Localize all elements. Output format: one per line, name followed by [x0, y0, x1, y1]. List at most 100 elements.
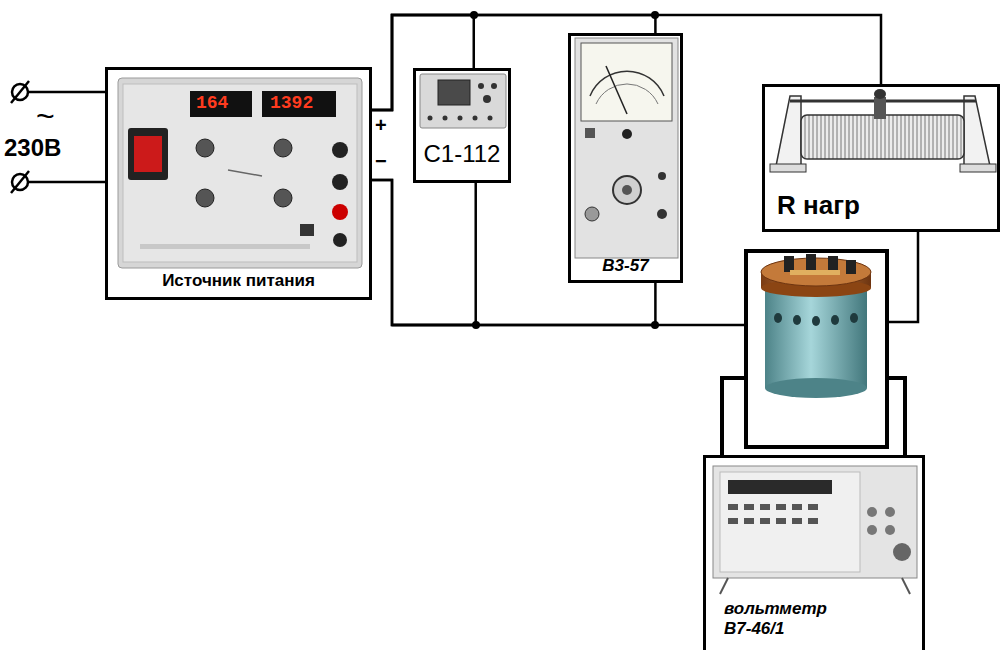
node-text: R нагр: [777, 191, 860, 221]
label-anchor: −: [375, 150, 387, 173]
digital-voltmeter-picture: [728, 480, 832, 494]
power-supply-picture: [196, 139, 214, 157]
shunt-picture: [784, 256, 794, 272]
digital-voltmeter-picture: [760, 518, 770, 524]
label-anchor: ~: [36, 98, 55, 135]
digital-voltmeter-picture: [792, 518, 802, 524]
ac-terminal: [11, 81, 29, 103]
power-supply-picture: [134, 136, 162, 172]
digital-voltmeter-picture: [728, 518, 738, 524]
rheostat-picture: [874, 97, 886, 119]
digital-voltmeter-picture: [792, 504, 802, 510]
power-supply-picture: [123, 84, 357, 262]
power-supply-picture: [118, 78, 362, 268]
digital-voltmeter-picture: [720, 472, 860, 572]
oscilloscope-picture: [483, 95, 491, 103]
millivoltmeter-picture: [606, 66, 627, 114]
millivoltmeter-picture: [581, 43, 672, 121]
power-supply-box: Источник питания: [105, 67, 372, 300]
digital-voltmeter-picture: [713, 466, 917, 578]
voltage-label: 230В: [4, 134, 61, 161]
shunt-picture: [846, 260, 856, 274]
wire: [372, 180, 476, 325]
oscilloscope-picture: [443, 116, 448, 121]
wire: [887, 378, 905, 456]
wire: [392, 232, 918, 456]
oscilloscope-picture: [420, 74, 506, 128]
oscilloscope-picture: [438, 80, 470, 105]
shunt-picture: [812, 316, 820, 326]
node-text: Источник питания: [162, 271, 315, 291]
digital-voltmeter-picture: [885, 507, 895, 517]
node-text: В3-57: [602, 256, 648, 276]
digital-voltmeter-picture: [744, 504, 754, 510]
millivoltmeter-picture: [596, 84, 658, 104]
oscilloscope-picture: [458, 116, 463, 121]
oscilloscope-picture: [488, 116, 493, 121]
oscilloscope-picture: [491, 83, 497, 89]
ac-terminal: [11, 171, 29, 193]
millivoltmeter-picture: [658, 172, 666, 180]
digital-voltmeter-picture: [720, 578, 728, 594]
wire: [372, 15, 881, 110]
rheostat-picture: [770, 164, 806, 172]
shunt-picture: [850, 313, 858, 323]
millivoltmeter-picture: [613, 176, 641, 204]
millivoltmeter-picture: [622, 185, 632, 195]
rheostat-picture: [964, 96, 990, 166]
millivoltmeter-picture: [585, 207, 599, 221]
display-reading: 1392: [270, 93, 313, 113]
label-anchor: 230В: [4, 134, 61, 162]
rheostat-picture: [776, 96, 801, 166]
voltmeter-box: вольтметр В7-46/1: [703, 455, 925, 650]
node-text: вольтметр В7-46/1: [724, 599, 844, 638]
shunt-picture: [790, 270, 840, 275]
power-supply-picture: [190, 91, 252, 117]
rheostat-picture: [770, 89, 996, 172]
ac-terminal: [28, 181, 105, 184]
shunt-picture: [831, 315, 839, 325]
digital-voltmeter-picture: [713, 466, 917, 594]
label-anchor: 1392: [270, 93, 313, 114]
power-supply-picture: [140, 244, 310, 249]
oscilloscope-picture: [473, 116, 478, 121]
digital-voltmeter-picture: [776, 518, 786, 524]
rheostat-picture: [960, 164, 996, 172]
wire: [372, 180, 655, 325]
shunt-picture: [746, 251, 887, 447]
millivoltmeter-picture: [622, 129, 632, 139]
shunt-picture: [746, 251, 887, 447]
power-supply-picture: [228, 170, 262, 176]
millivoltmeter-picture: [657, 209, 667, 219]
shunt-picture: [806, 254, 816, 270]
power-supply-picture: [332, 204, 348, 220]
power-supply-picture: [274, 139, 292, 157]
power-supply-picture: [332, 142, 348, 158]
digital-voltmeter-picture: [893, 543, 911, 561]
rheostat-picture: [801, 115, 964, 159]
wire: [722, 378, 746, 456]
shunt-picture: [765, 378, 867, 398]
power-supply-picture: [333, 233, 347, 247]
shunt-picture: [765, 288, 867, 388]
label-anchor: 164: [196, 93, 228, 114]
digital-voltmeter-picture: [808, 504, 818, 510]
power-supply-picture: [128, 128, 168, 180]
rheostat-picture: [874, 89, 886, 99]
digital-voltmeter-picture: [885, 525, 895, 535]
millivoltmeter-picture: [585, 128, 595, 138]
power-supply-picture: [196, 189, 214, 207]
digital-voltmeter-picture: [776, 504, 786, 510]
power-supply-picture: [274, 189, 292, 207]
power-supply-picture: [118, 78, 362, 268]
digital-voltmeter-picture: [867, 507, 877, 517]
power-supply-picture: [332, 174, 348, 190]
millivoltmeter-box: В3-57: [568, 33, 683, 283]
oscilloscope-picture: [420, 74, 506, 128]
power-supply-picture: [262, 91, 336, 117]
label-anchor: +: [375, 114, 387, 137]
digital-voltmeter-picture: [867, 525, 877, 535]
load-resistor-box: R нагр: [762, 84, 1000, 232]
